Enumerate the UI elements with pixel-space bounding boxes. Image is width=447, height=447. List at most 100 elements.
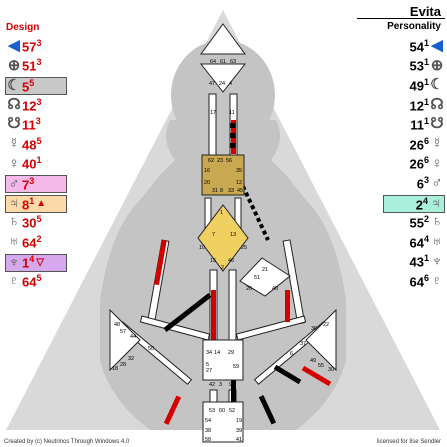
gate-26: 26 (246, 286, 252, 292)
channel-solar-sacral (235, 315, 307, 341)
personality-row[interactable]: 63♂ (417, 175, 445, 192)
gate-2: 2 (221, 265, 224, 271)
sacral-center (202, 339, 244, 381)
exaltation-marker-icon: ▲ (36, 198, 47, 210)
design-row[interactable]: ♆14▽ (5, 253, 67, 272)
line-number: 3 (423, 175, 429, 186)
gate-25: 25 (241, 245, 247, 251)
design-activation: 573 (22, 38, 41, 54)
design-row[interactable]: ◀573 (6, 38, 41, 55)
north-node-icon: ☊ (7, 95, 21, 113)
gate-number: 12 (409, 97, 424, 113)
line-number: 1 (29, 195, 35, 206)
gate-13: 13 (230, 232, 236, 238)
line-number: 5 (29, 78, 35, 89)
personality-row[interactable]: 491☾ (410, 77, 445, 94)
gate-27: 27 (206, 368, 212, 374)
gate-45: 45 (237, 188, 243, 194)
gate-46: 46 (228, 258, 234, 264)
gate-number: 8 (22, 196, 30, 212)
gate-28: 28 (120, 362, 126, 368)
design-row[interactable]: ☊123 (6, 95, 41, 113)
gate-54: 54 (205, 418, 211, 424)
design-row[interactable]: ♂73 (5, 175, 67, 194)
gate-number: 55 (409, 215, 424, 231)
personality-row[interactable]: 552♄ (409, 214, 445, 231)
gate-9: 9 (229, 382, 232, 388)
footer-credit: Created by (c) Neutrinos Through Windows… (4, 439, 130, 445)
gate-14: 14 (214, 350, 220, 356)
personality-row[interactable]: 541◀ (409, 37, 445, 55)
design-activation: 113 (22, 116, 41, 132)
design-row[interactable]: ⊕513 (6, 56, 42, 74)
gate-48: 48 (114, 322, 120, 328)
design-row[interactable]: ☾55 (5, 77, 67, 96)
design-row[interactable]: ♅642 (6, 233, 42, 251)
north-node-icon: ☊ (430, 95, 444, 113)
design-activation: 645 (22, 273, 41, 289)
jupiter-icon: ♃ (8, 194, 20, 212)
design-row[interactable]: ♇645 (6, 273, 41, 290)
spleen-center (109, 308, 141, 372)
personality-row[interactable]: 266☿ (409, 136, 445, 153)
gate-7: 7 (212, 232, 215, 238)
gate-labels: 64 61 63 47 24 4 17 11 62 23 56 16 35 20… (112, 59, 334, 443)
jupiter-icon: ♃ (430, 194, 442, 212)
gate-39: 39 (236, 428, 242, 434)
line-number: 1 (423, 253, 429, 264)
gate-number: 53 (409, 58, 424, 74)
throat-center (201, 154, 245, 196)
gate-number: 26 (409, 137, 424, 153)
design-row[interactable]: ☋113 (6, 116, 41, 133)
exaltation-marker-icon: ▽ (36, 257, 44, 269)
line-number: 3 (29, 176, 35, 187)
gate-12: 12 (236, 180, 242, 186)
personality-row[interactable]: 646♇ (410, 273, 445, 290)
personality-row[interactable]: 24♃ (383, 194, 445, 213)
personality-row[interactable]: 431♆ (410, 253, 445, 270)
design-row[interactable]: ♀401 (6, 154, 42, 172)
personality-row[interactable]: 111☋ (410, 116, 445, 133)
personality-row[interactable]: 121☊ (409, 95, 445, 113)
gate-64: 64 (210, 59, 216, 65)
gate-20: 20 (204, 180, 210, 186)
line-number: 2 (36, 233, 42, 244)
personality-row[interactable]: 266♀ (410, 155, 445, 172)
personality-row[interactable]: 644♅ (410, 234, 445, 251)
line-number: 1 (36, 155, 42, 166)
gate-number: 30 (22, 215, 37, 231)
root-center (202, 401, 244, 443)
line-number: 6 (423, 155, 429, 166)
design-row[interactable]: ☿485 (6, 135, 41, 153)
activations (154, 120, 332, 425)
gate-18: 18 (112, 366, 118, 372)
channel-g-sacral-right (228, 269, 237, 351)
design-activation: 485 (22, 136, 41, 152)
design-row[interactable]: ♄305 (6, 214, 41, 231)
sun-icon: ◀ (431, 37, 443, 54)
gate-number: 57 (22, 39, 37, 55)
line-number: 1 (423, 96, 429, 107)
design-row[interactable]: ♃81▲ (5, 194, 67, 213)
gate-19: 19 (236, 418, 242, 424)
gate-36: 36 (311, 326, 317, 332)
venus-icon: ♀ (8, 154, 20, 172)
gate-38: 38 (205, 428, 211, 434)
personality-row[interactable]: 531⊕ (409, 57, 445, 74)
gate-number: 54 (409, 39, 424, 55)
gate-number: 1 (22, 255, 30, 271)
gate-30: 30 (328, 367, 334, 373)
line-number: 6 (423, 273, 429, 284)
solar-plexus-center (305, 308, 337, 372)
line-number: 5 (36, 273, 42, 284)
earth-icon: ⊕ (7, 56, 21, 74)
gate-52: 52 (229, 408, 235, 414)
line-number: 1 (423, 116, 429, 127)
gate-34: 34 (206, 350, 212, 356)
gate-15: 15 (210, 258, 216, 264)
mercury-icon: ☿ (8, 135, 20, 152)
gate-number: 48 (22, 137, 37, 153)
gate-number: 5 (22, 79, 30, 95)
gate-41: 41 (236, 437, 242, 443)
